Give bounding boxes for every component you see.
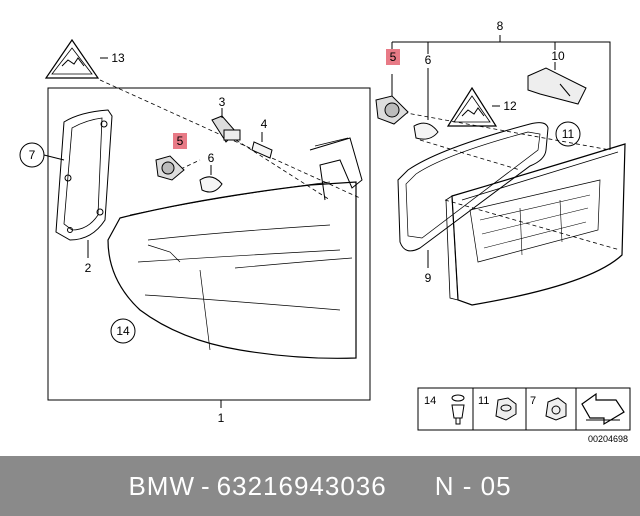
bracket-10 (527, 62, 587, 105)
callout-7: 7 (29, 148, 36, 162)
callout-5-right: 5 (390, 50, 397, 64)
callout-8: 8 (497, 19, 504, 33)
hardware-legend (417, 387, 631, 431)
callout-10: 10 (551, 49, 565, 63)
callout-5-left: 5 (177, 134, 184, 148)
warning-triangle-12 (446, 86, 500, 127)
footer-part-number: 63216943036 (216, 470, 387, 501)
right-tail-light (451, 143, 626, 306)
legend-label-14: 14 (424, 395, 436, 407)
left-tail-light-lens (107, 181, 357, 359)
highlight-box-5-right (386, 49, 400, 65)
bulb-6-right (413, 68, 439, 140)
gasket-left (55, 109, 113, 241)
socket-5-right (375, 74, 409, 125)
hex-nut-icon (545, 397, 567, 421)
callout-1: 1 (218, 411, 225, 425)
warning-triangle-13 (44, 38, 108, 79)
callout-2: 2 (85, 261, 92, 275)
flange-nut-icon (495, 397, 517, 421)
clip-icon (451, 394, 465, 425)
socket-5-left (155, 155, 185, 181)
part-number-footer: BMW - 63216943036 N - 05 (0, 456, 640, 516)
callout-circle-11 (555, 121, 581, 147)
callout-12: 12 (503, 99, 517, 113)
gasket-right (397, 122, 549, 252)
callout-13: 13 (111, 51, 125, 65)
callout-14: 14 (116, 324, 130, 338)
bulb-4 (251, 132, 273, 159)
right-assembly-bracket (392, 41, 611, 150)
callout-6-right: 6 (425, 53, 432, 67)
highlight-box-5-left (173, 133, 187, 149)
callout-6-left: 6 (208, 151, 215, 165)
parts-diagram: 1 2 3 4 5 5 6 6 7 8 9 10 11 12 13 14 14 … (19, 19, 631, 444)
footer-brand: BMW (128, 470, 195, 501)
callout-4: 4 (261, 117, 268, 131)
footer-position: N - 05 (434, 470, 512, 501)
legend-label-7: 7 (530, 395, 536, 407)
arrow-symbol-icon (581, 392, 625, 426)
callout-11: 11 (562, 127, 575, 141)
left-assembly-frame (47, 87, 371, 401)
bulb-6-left (199, 165, 223, 193)
diagram-code: 00204698 (588, 434, 628, 444)
callout-9: 9 (425, 271, 432, 285)
legend-label-11: 11 (478, 395, 489, 407)
callout-circle-14 (110, 318, 136, 344)
bulb-holder-3 (211, 108, 241, 143)
footer-separator: - (201, 470, 211, 501)
callout-3: 3 (219, 95, 226, 109)
